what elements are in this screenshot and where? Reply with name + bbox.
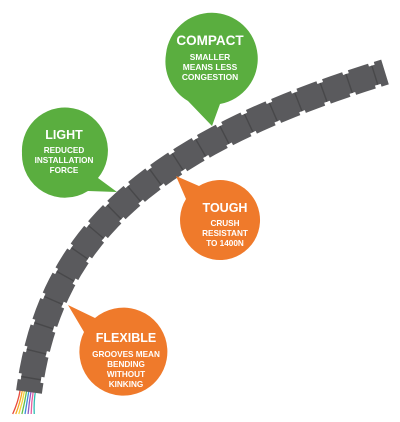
cable-groove <box>158 183 168 192</box>
cable-groove <box>214 119 223 128</box>
callout-light-line-3: FORCE <box>50 166 79 175</box>
cable-seam <box>87 224 105 239</box>
callout-light-title: LIGHT <box>45 128 83 142</box>
cable-groove <box>101 236 111 245</box>
cable-groove <box>341 67 349 76</box>
cable-grooves <box>14 59 383 384</box>
cable-seam <box>44 295 63 306</box>
cable-groove <box>315 76 324 85</box>
cable-groove <box>190 132 199 141</box>
cable-groove <box>180 168 189 177</box>
cable-seam <box>195 138 207 157</box>
cable-seam <box>127 185 142 202</box>
callout-flexible: FLEXIBLE GROOVES MEAN BENDING WITHOUT KI… <box>68 305 168 396</box>
callout-compact: COMPACT SMALLER MEANS LESS CONGESTION <box>165 12 258 127</box>
callout-tough-line-3: TO 1400N <box>206 239 244 248</box>
callout-flexible-line-4: KINKING <box>109 380 144 389</box>
callout-tough-bubble <box>176 176 261 261</box>
cable-groove <box>37 291 46 300</box>
cable-seam <box>345 73 353 94</box>
cable-groove <box>299 110 307 118</box>
cable-seam <box>26 348 47 355</box>
cable-groove <box>14 372 22 380</box>
cable-groove <box>40 376 48 384</box>
grooved-cable <box>14 59 389 394</box>
callout-flexible-line-1: GROOVES MEAN <box>92 350 160 359</box>
callout-light-bubble <box>21 107 117 198</box>
cable-groove <box>324 100 332 109</box>
callout-compact-line-3: CONGESTION <box>182 72 238 82</box>
optical-fiber <box>24 389 30 415</box>
cable-groove <box>274 120 283 129</box>
cable-seam <box>319 82 328 103</box>
callout-compact-bubble <box>165 12 258 127</box>
cable-groove <box>86 256 95 265</box>
callout-light-line-2: INSTALLATION <box>35 156 94 165</box>
callout-flexible-line-2: BENDING <box>107 360 145 369</box>
cable-groove <box>72 278 81 287</box>
callout-compact-title: COMPACT <box>176 33 244 48</box>
cable-groove <box>49 265 59 275</box>
cable-groove <box>138 199 147 209</box>
callout-flexible-line-3: WITHOUT <box>107 370 145 379</box>
cable-groove <box>81 219 91 228</box>
optical-fiber <box>18 389 26 415</box>
cable-groove <box>367 59 375 67</box>
cable-groove <box>100 198 110 208</box>
cable-seam <box>268 102 278 122</box>
cable-seam <box>294 92 303 112</box>
cable-groove <box>64 241 74 251</box>
cable-groove <box>166 146 175 156</box>
cable-groove <box>61 301 70 310</box>
callout-tough-line-1: CRUSH <box>210 219 239 228</box>
cable-groove <box>264 96 273 105</box>
callout-light: LIGHT REDUCED INSTALLATION FORCE <box>21 107 117 198</box>
callout-compact-line-2: MEANS LESS <box>183 62 238 72</box>
cable-groove <box>349 91 358 100</box>
optical-fiber <box>21 389 28 415</box>
callout-light-line-1: REDUCED <box>44 146 85 155</box>
cable-groove <box>52 326 60 334</box>
optical-fiber <box>33 389 37 415</box>
cable-seam <box>34 321 54 330</box>
cable-seam <box>71 247 89 260</box>
cable-groove <box>374 83 383 92</box>
callout-compact-line-1: SMALLER <box>190 52 230 62</box>
cable-groove <box>20 344 28 353</box>
cable-seam <box>243 113 254 133</box>
cable-seam <box>219 125 230 145</box>
cable-seam <box>371 65 379 85</box>
optical-fiber <box>15 389 24 415</box>
cable-groove <box>289 85 298 94</box>
cable-groove <box>121 179 131 189</box>
exposed-fibers <box>12 389 37 415</box>
cable-seam <box>106 204 122 220</box>
cable-seam <box>148 168 162 186</box>
cable-groove <box>27 317 36 326</box>
cable-seam <box>56 270 75 282</box>
cable-groove <box>239 107 248 116</box>
callout-flexible-bubble <box>68 305 168 396</box>
callout-flexible-title: FLEXIBLE <box>96 331 156 345</box>
callout-tough: TOUGH CRUSH RESISTANT TO 1400N <box>176 176 261 261</box>
callout-tough-line-2: RESISTANT <box>202 229 248 238</box>
optical-fiber <box>12 389 21 415</box>
cable-body <box>16 59 389 394</box>
cable-groove <box>143 162 152 171</box>
cable-seam <box>21 375 42 381</box>
cable-groove <box>45 351 53 359</box>
cable-groove <box>250 130 259 139</box>
cable-groove <box>203 155 212 164</box>
optical-fiber <box>30 389 35 415</box>
callout-tough-title: TOUGH <box>203 201 248 215</box>
cable-seam <box>171 153 184 171</box>
cable-groove <box>226 142 235 151</box>
